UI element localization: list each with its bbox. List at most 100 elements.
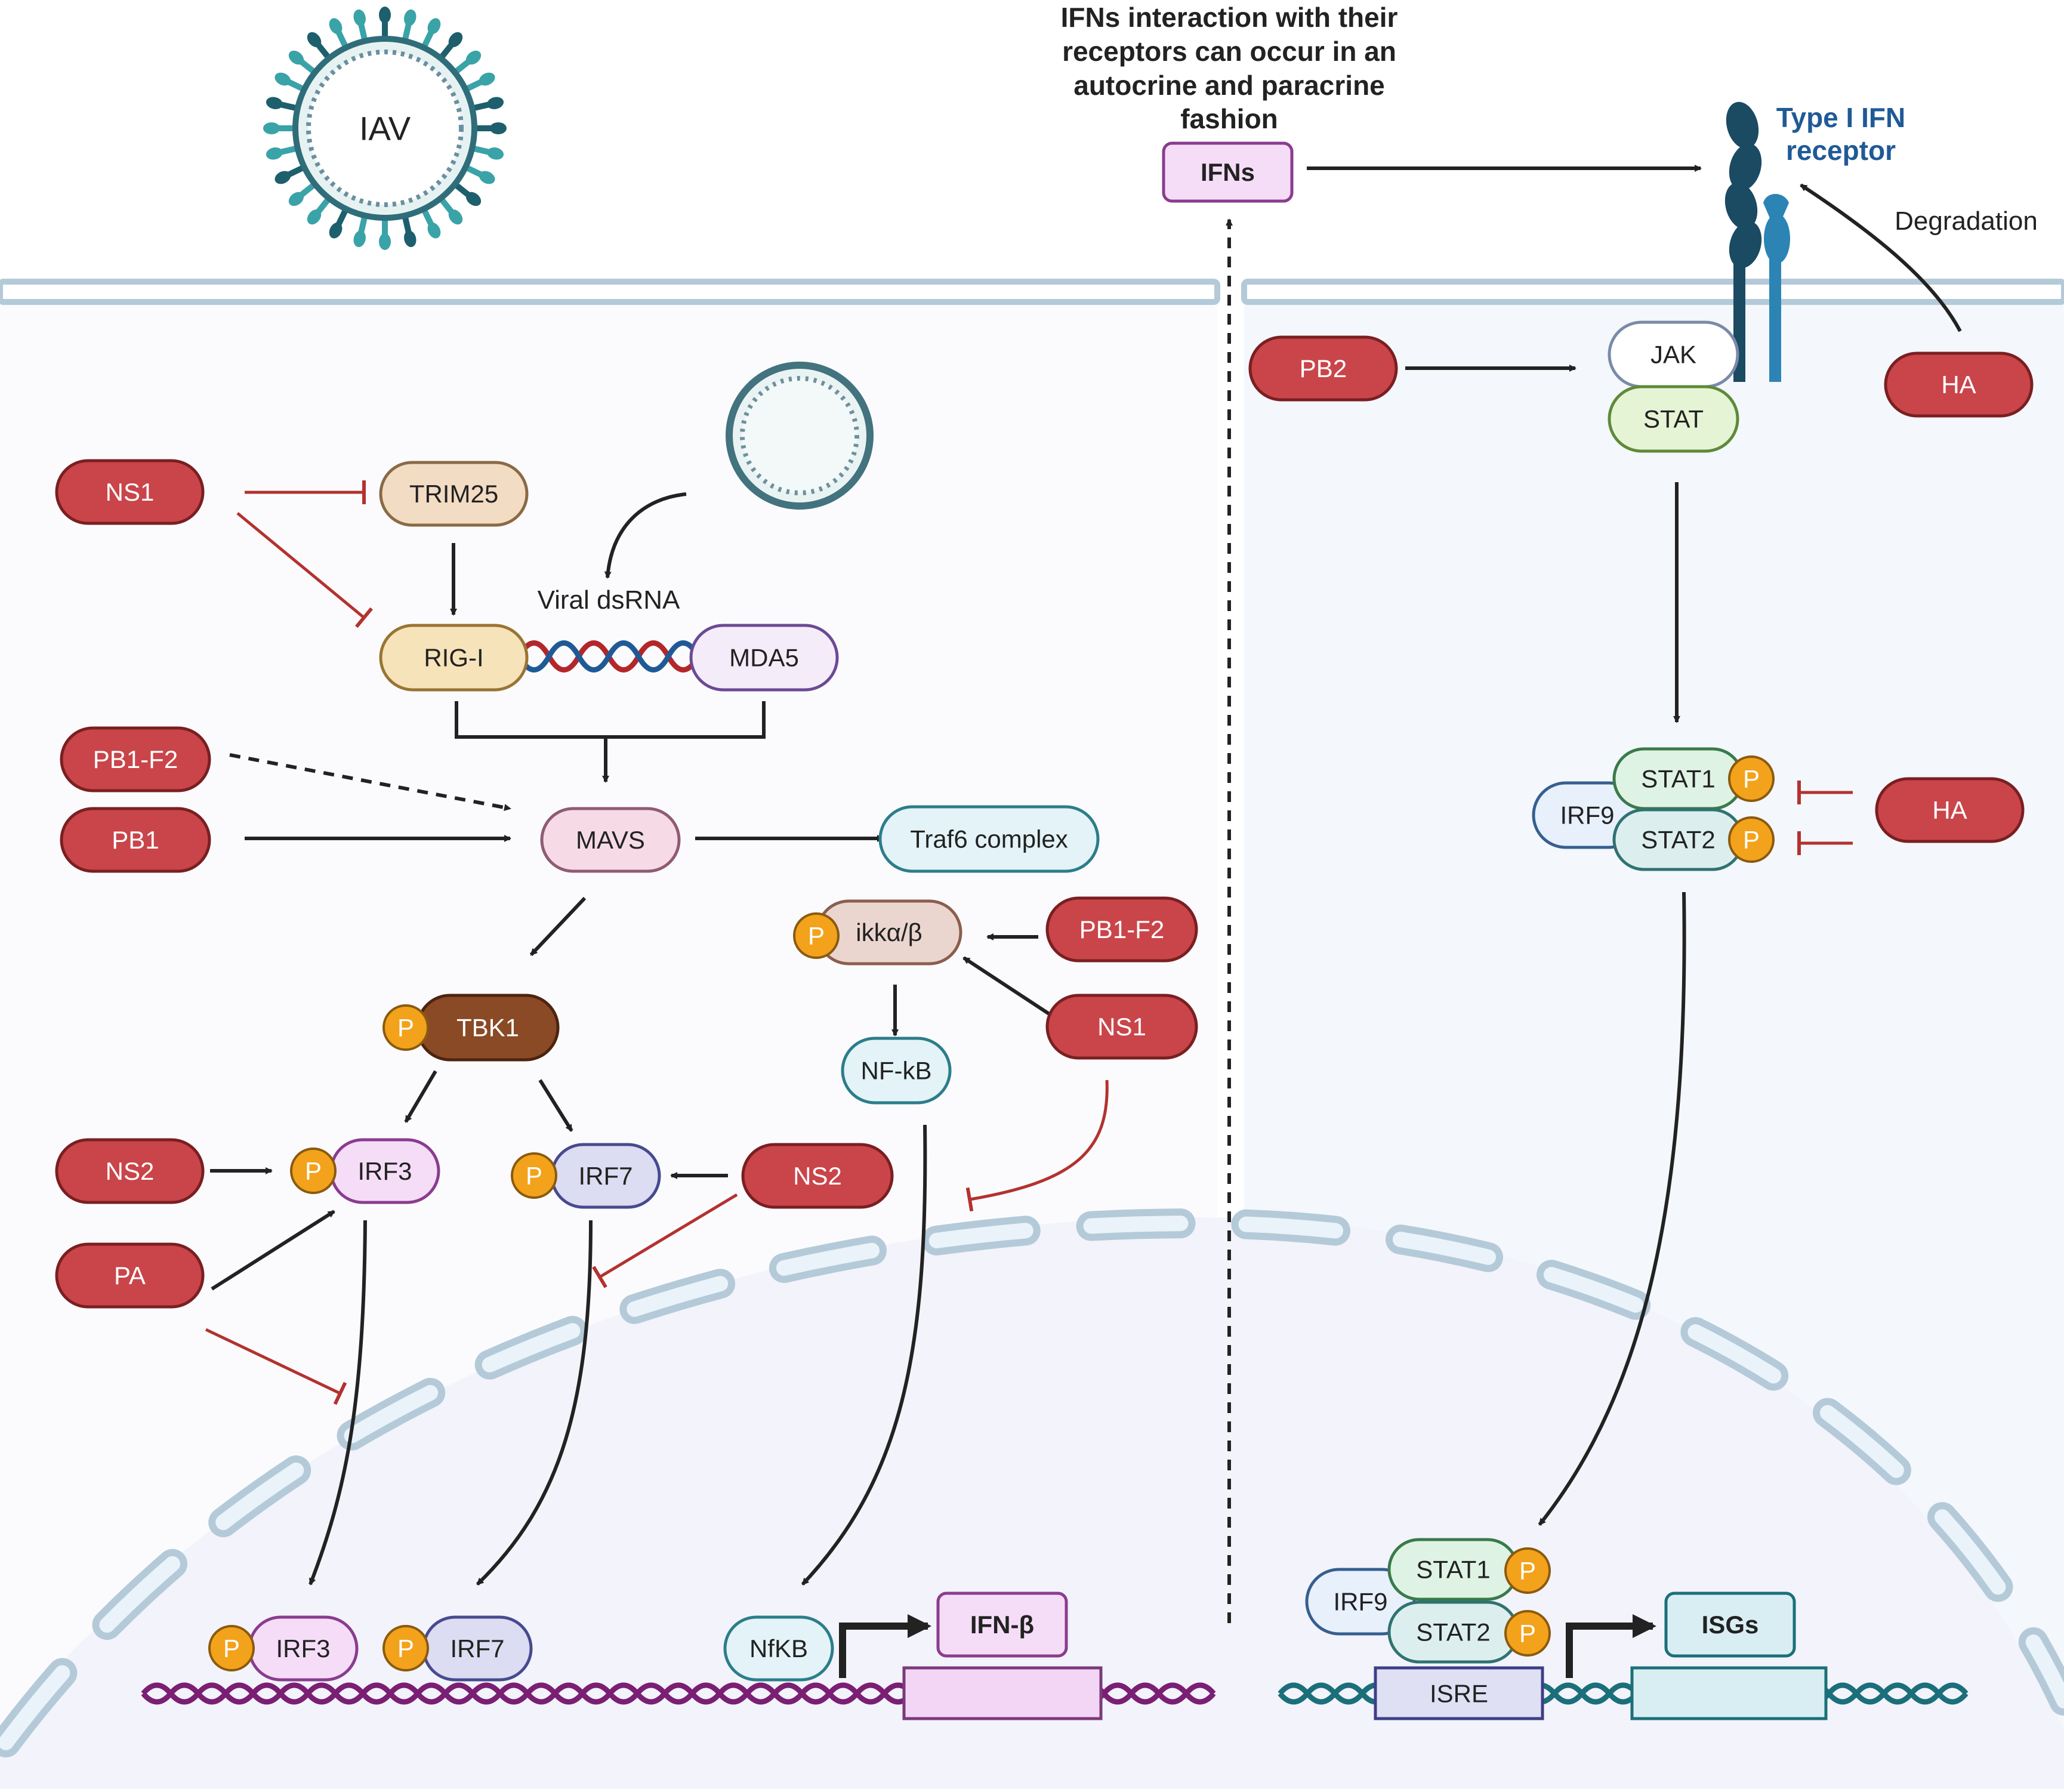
irf3-nucleus-node: IRF3 xyxy=(248,1615,359,1682)
tbk1-to-irf7-arrow xyxy=(538,1079,573,1132)
ifnb-transcription-arrow xyxy=(839,1614,931,1678)
ns1-inhibits-rigi xyxy=(236,512,374,628)
mda5-node: MDA5 xyxy=(689,624,839,692)
plasma-membrane-left xyxy=(0,279,1220,305)
ns1-node-right: NS1 xyxy=(1045,994,1198,1060)
stat1-nucleus-node-label: STAT1 xyxy=(1416,1556,1490,1584)
irf3-nucleus-phospho-badge-label: P xyxy=(223,1634,240,1663)
rig-i-node: RIG-I xyxy=(379,624,529,692)
irf7-phospho-badge-label: P xyxy=(526,1162,542,1190)
irf9-node-label: IRF9 xyxy=(1560,801,1614,829)
ns2-node-left: NS2 xyxy=(55,1138,205,1204)
ikk-phospho-badge: P xyxy=(793,912,840,959)
isgs-box-label: ISGs xyxy=(1702,1611,1759,1639)
isre-label: ISRE xyxy=(1430,1680,1488,1708)
stat1-phospho-badge: P xyxy=(1728,755,1775,802)
note-line-2: receptors can occur in an xyxy=(1062,36,1396,67)
traf6-complex-node-label: Traf6 complex xyxy=(910,825,1068,853)
stat-complex-to-nucleus-arrow xyxy=(1538,892,1686,1526)
ns1-node-top-label: NS1 xyxy=(106,478,155,506)
irf3-node-label: IRF3 xyxy=(357,1157,412,1185)
mavs-node-label: MAVS xyxy=(576,826,645,854)
traf6-complex-node: Traf6 complex xyxy=(878,805,1100,873)
stat2-phospho-badge: P xyxy=(1728,816,1775,863)
nuclear-envelope-inner xyxy=(0,1215,2064,1750)
stat1-phospho-badge-label: P xyxy=(1743,765,1760,793)
irf7-nucleus-phospho-badge-label: P xyxy=(397,1634,414,1663)
note-line-1: IFNs interaction with their xyxy=(1061,2,1398,33)
stat2-node-label: STAT2 xyxy=(1641,826,1715,854)
isgs-transcription-arrow xyxy=(1566,1614,1656,1678)
irf3-phospho-badge: P xyxy=(290,1148,337,1194)
stat2-nucleus-phospho-badge: P xyxy=(1504,1610,1551,1657)
tbk1-node: TBK1 xyxy=(416,994,560,1062)
note-line-3: autocrine and paracrine xyxy=(1073,70,1385,101)
ifns-box: IFNs xyxy=(1162,141,1294,203)
endosome-icon xyxy=(726,362,874,510)
tbk1-to-irf3-arrow xyxy=(404,1070,437,1123)
ns2-node-left-label: NS2 xyxy=(106,1157,155,1185)
irf3-phospho-badge-label: P xyxy=(305,1157,322,1185)
ns1-inhibits-nfkb-transport xyxy=(965,1079,1109,1212)
ikk-phospho-badge-label: P xyxy=(808,922,825,950)
trim25-node-label: TRIM25 xyxy=(409,480,498,508)
plasma-membrane-right xyxy=(1241,279,2064,305)
irf7-phospho-badge: P xyxy=(511,1152,557,1199)
nfkb-nucleus-node-label: NfKB xyxy=(749,1634,808,1663)
mda5-node-label: MDA5 xyxy=(729,644,799,672)
irf3-nucleus-node-label: IRF3 xyxy=(276,1634,330,1663)
dsrna-release-arrow xyxy=(604,492,687,579)
pa-inhibits-irf3-transport xyxy=(205,1328,347,1405)
stat2-nucleus-phospho-badge-label: P xyxy=(1519,1620,1536,1648)
pathway-edges xyxy=(205,165,1962,1623)
ikk-node-label: ikkα/β xyxy=(856,918,922,946)
stat1-nucleus-phospho-badge-label: P xyxy=(1519,1557,1536,1585)
pb1-f2-node-left-label: PB1-F2 xyxy=(93,745,178,773)
stat2-nucleus-node: STAT2 xyxy=(1387,1600,1519,1664)
ha-node-top-label: HA xyxy=(1941,371,1976,399)
ns1-node-top: NS1 xyxy=(55,459,205,525)
tbk1-phospho-badge: P xyxy=(382,1004,429,1051)
stat2-node: STAT2 xyxy=(1612,808,1744,871)
isre-box xyxy=(1374,1666,1544,1720)
tbk1-node-label: TBK1 xyxy=(456,1014,519,1042)
stat1-nucleus-phospho-badge: P xyxy=(1504,1547,1551,1594)
ns2-inhibits-irf7-transport xyxy=(592,1193,738,1288)
stat2-nucleus-node-label: STAT2 xyxy=(1416,1618,1490,1646)
pa-to-irf3-arrow xyxy=(211,1210,335,1291)
ns2-node-right-label: NS2 xyxy=(793,1162,842,1190)
pb1-f2-node-left: PB1-F2 xyxy=(60,726,211,792)
ha-node-right-label: HA xyxy=(1932,796,1967,824)
irf3-to-nucleus-arrow xyxy=(308,1220,367,1586)
isgs-gene-box xyxy=(1630,1666,1828,1720)
receptor-label-line1: Type I IFN xyxy=(1776,102,1905,133)
irf7-nucleus-node: IRF7 xyxy=(422,1615,533,1682)
ifnb-gene-box xyxy=(902,1666,1103,1720)
trim25-node: TRIM25 xyxy=(379,461,529,527)
pb2-node: PB2 xyxy=(1248,335,1398,402)
ifns-box-label: IFNs xyxy=(1201,158,1255,186)
rig-mda5-to-mavs-arrow xyxy=(455,701,766,782)
irf9-nucleus-node-label: IRF9 xyxy=(1333,1588,1387,1616)
pb1-node-label: PB1 xyxy=(112,826,159,854)
nf-kb-cyto-node-label: NF-kB xyxy=(861,1057,932,1085)
ns1-node-right-label: NS1 xyxy=(1097,1013,1146,1041)
pa-node: PA xyxy=(55,1242,205,1309)
rig-i-node-label: RIG-I xyxy=(424,644,483,672)
stat-node-label: STAT xyxy=(1643,405,1704,433)
ha-degradation-arrow xyxy=(1800,183,1962,332)
virus-label: IAV xyxy=(359,110,411,147)
stat1-node-label: STAT1 xyxy=(1641,765,1715,793)
ha-node-top: HA xyxy=(1884,351,2034,418)
nf-kb-cyto-node: NF-kB xyxy=(841,1037,952,1105)
ifn-beta-box-label: IFN-β xyxy=(970,1611,1034,1639)
ns2-node-right: NS2 xyxy=(741,1143,894,1209)
irf3-node: IRF3 xyxy=(329,1138,440,1204)
iav-virion-icon: IAV xyxy=(263,6,507,250)
pb2-node-label: PB2 xyxy=(1300,354,1347,383)
ha-node-right: HA xyxy=(1875,777,2025,843)
irf7-node: IRF7 xyxy=(550,1143,661,1209)
